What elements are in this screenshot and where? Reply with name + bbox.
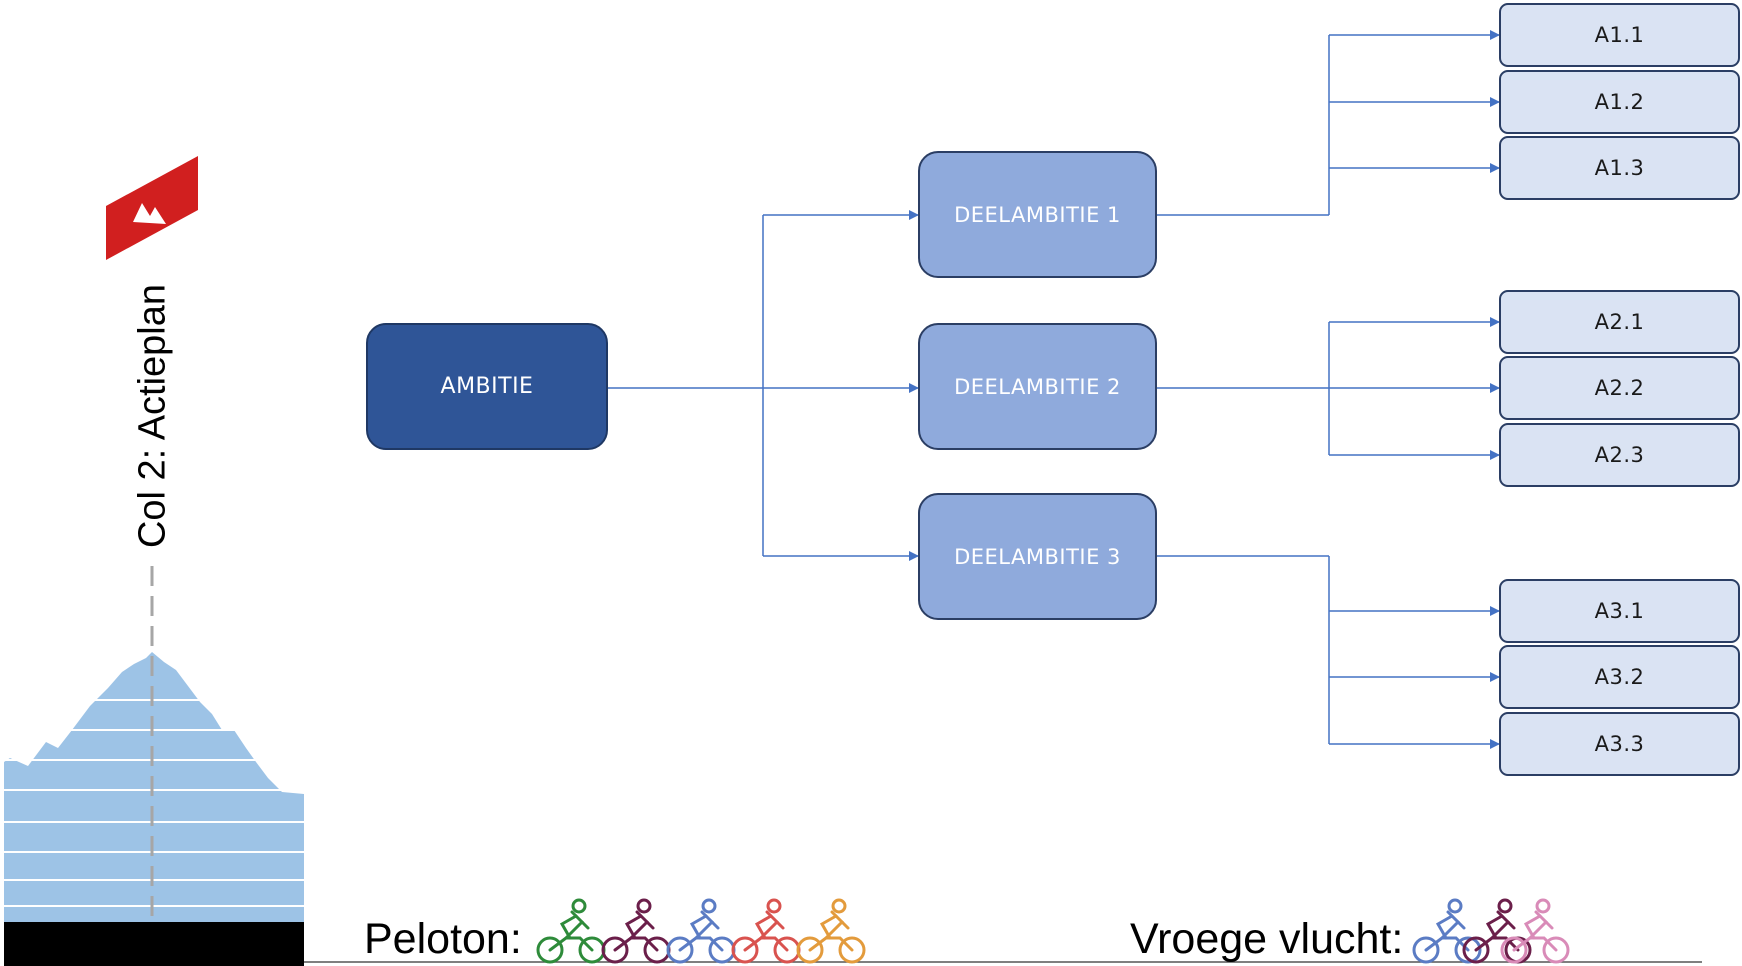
action-a2-1-node[interactable]: A2.1 bbox=[1499, 290, 1740, 354]
action-a3-3-node[interactable]: A3.3 bbox=[1499, 712, 1740, 776]
deelambitie-1-node[interactable]: DEELAMBITIE 1 bbox=[918, 151, 1157, 278]
ambitie-node[interactable]: AMBITIE bbox=[366, 323, 608, 450]
mountain-illustration bbox=[0, 156, 310, 966]
mountain-base bbox=[4, 922, 304, 966]
col-title: Col 2: Actieplan bbox=[131, 283, 174, 549]
cyclist-icon bbox=[796, 898, 866, 964]
action-a1-1-node[interactable]: A1.1 bbox=[1499, 3, 1740, 67]
action-a1-2-node[interactable]: A1.2 bbox=[1499, 70, 1740, 134]
mountain-shape bbox=[4, 652, 304, 922]
deelambitie-2-node[interactable]: DEELAMBITIE 2 bbox=[918, 323, 1157, 450]
mountain-stripes bbox=[0, 699, 310, 907]
peloton-label: Peloton: bbox=[364, 915, 522, 963]
mountain-flag-icon bbox=[106, 156, 198, 260]
cyclist-icon bbox=[1500, 898, 1570, 964]
action-a2-2-node[interactable]: A2.2 bbox=[1499, 356, 1740, 420]
cyclist-icon bbox=[536, 898, 606, 964]
cyclist-icon bbox=[1462, 898, 1532, 964]
action-a1-3-node[interactable]: A1.3 bbox=[1499, 136, 1740, 200]
action-a3-2-node[interactable]: A3.2 bbox=[1499, 645, 1740, 709]
cyclist-icon bbox=[731, 898, 801, 964]
cyclist-icon bbox=[1412, 898, 1482, 964]
deelambitie-3-node[interactable]: DEELAMBITIE 3 bbox=[918, 493, 1157, 620]
action-a3-1-node[interactable]: A3.1 bbox=[1499, 579, 1740, 643]
cyclist-icon bbox=[601, 898, 671, 964]
cyclist-icon bbox=[666, 898, 736, 964]
action-a2-3-node[interactable]: A2.3 bbox=[1499, 423, 1740, 487]
breakaway-label: Vroege vlucht: bbox=[1130, 915, 1404, 963]
